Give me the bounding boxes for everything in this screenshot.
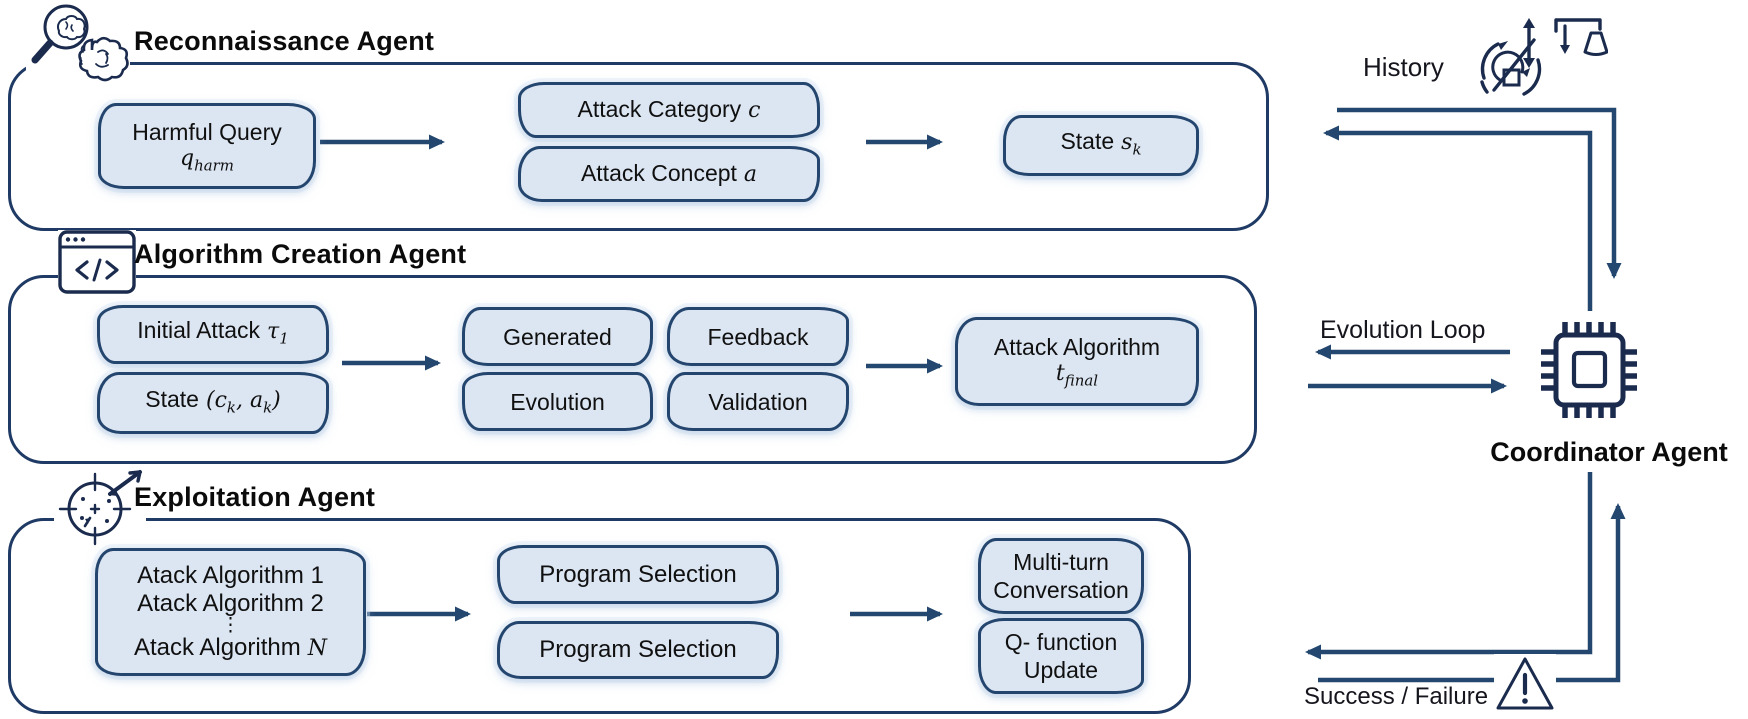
code-window-icon (58, 230, 136, 294)
feedback-box: Feedback (667, 307, 849, 366)
warning-icon (1494, 654, 1556, 716)
harmful-query-label: Harmful Query (132, 118, 282, 145)
history-label: History (1363, 52, 1444, 82)
attack-algorithm-final-box: Attack Algorithm tfinal (955, 317, 1199, 406)
attack-algorithm-1-label: Atack Algorithm 1 (137, 561, 324, 589)
program-selection-box-1: Program Selection (497, 545, 779, 604)
arrow-exploit-to-coordinator (1318, 503, 1626, 683)
generated-box: Generated (462, 307, 653, 366)
state-ck-ak-box: State(ck, ak) (97, 372, 329, 434)
evolution-loop-label: Evolution Loop (1320, 316, 1486, 344)
attack-category-label: Attack Category (577, 96, 742, 122)
evaluation-funnel-icon (1552, 16, 1609, 66)
attack-category-var: c (748, 98, 761, 123)
coordinator-agent-label: Coordinator Agent (1490, 437, 1728, 467)
initial-attack-var: τ1 (267, 319, 289, 348)
program-selection-box-2: Program Selection (497, 621, 779, 679)
program-selection-2-label: Program Selection (539, 636, 737, 663)
target-arrow-icon (54, 466, 146, 548)
arrow-coordinator-to-recon-history (1323, 125, 1593, 311)
reconnaissance-agent-container (8, 62, 1269, 231)
arrow-coordinator-to-exploit (1305, 472, 1593, 660)
feedback-label: Feedback (707, 323, 809, 350)
q-function-label-line2: Update (1023, 657, 1099, 683)
evolution-box: Evolution (462, 372, 653, 431)
state-sk-label: State (1060, 128, 1115, 155)
state-ck-ak-var: (ck, ak) (205, 387, 281, 417)
generated-label: Generated (503, 323, 612, 350)
program-selection-1-label: Program Selection (539, 560, 737, 588)
state-sk-var: sk (1121, 130, 1142, 159)
exploitation-agent-container (8, 518, 1191, 714)
q-function-update-box: Q- function Update (978, 618, 1144, 694)
evolution-label: Evolution (510, 388, 605, 415)
coordinator-chip-icon (1535, 316, 1645, 426)
initial-attack-label: Initial Attack (137, 317, 261, 344)
magnifier-brain-icon (26, 0, 130, 92)
history-cycle-icon (1472, 10, 1554, 106)
attack-concept-var: a (743, 162, 758, 187)
q-function-label-line1: Q- function (1004, 629, 1118, 655)
success-failure-label: Success / Failure (1304, 683, 1489, 710)
multi-turn-label-line2: Conversation (993, 577, 1129, 603)
algorithm-creation-agent-title: Algorithm Creation Agent (134, 239, 467, 269)
harmful-query-box: Harmful Query qharm (98, 103, 316, 189)
attack-concept-label: Attack Concept (580, 160, 737, 186)
attack-algorithm-final-var: tfinal (1055, 361, 1099, 390)
reconnaissance-agent-title: Reconnaissance Agent (134, 26, 435, 56)
harmful-query-var: qharm (180, 145, 234, 175)
validation-box: Validation (667, 372, 849, 431)
attack-algorithm-n-var: N (307, 635, 327, 661)
attack-algorithm-final-label: Attack Algorithm (993, 334, 1161, 361)
multi-turn-label-line1: Multi-turn (1013, 549, 1109, 575)
attack-algorithm-2-label: Atack Algorithm 2 (137, 589, 324, 617)
multi-turn-conversation-box: Multi-turn Conversation (978, 538, 1144, 614)
algorithm-creation-agent-container (8, 275, 1257, 464)
state-ck-ak-label: State (145, 385, 199, 412)
validation-label: Validation (708, 388, 808, 415)
vertical-ellipsis: ⋮ (221, 614, 240, 636)
arrow-recon-to-coordinator (1337, 107, 1622, 279)
attack-algorithm-n-label: Atack Algorithm (134, 633, 301, 661)
attack-algorithm-list-box: Atack Algorithm 1 Atack Algorithm 2 ⋮ At… (95, 548, 366, 676)
exploitation-agent-title: Exploitation Agent (134, 482, 376, 512)
